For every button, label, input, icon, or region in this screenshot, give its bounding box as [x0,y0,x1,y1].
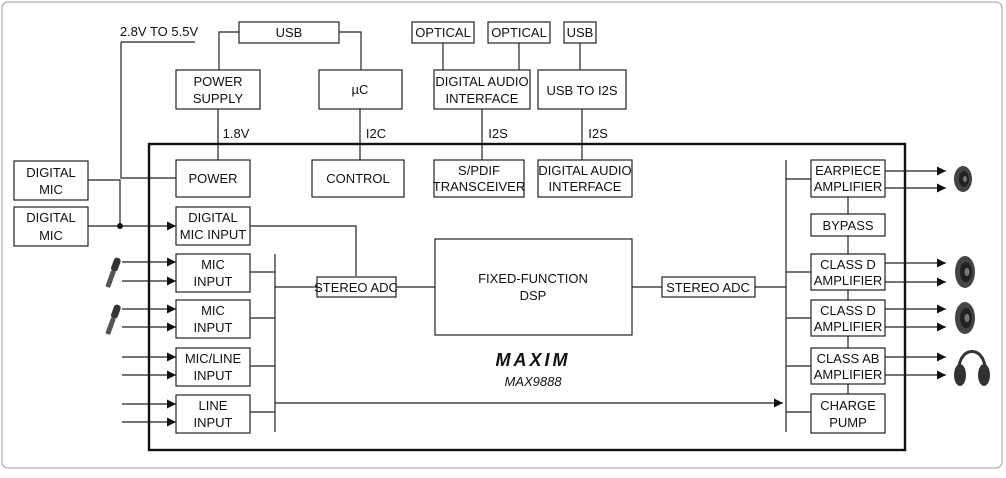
digital-mic-2-label-1: DIGITAL [26,210,76,225]
charge-pump-label-2: PUMP [829,415,867,430]
digital-audio-interface-label-1: DIGITAL AUDIO [538,163,631,178]
class-d-2-label-2: AMPLIFIER [814,319,883,334]
microcontroller-label: µC [352,82,369,97]
power-supply-box [175,69,261,110]
class-d-amplifier-block-2 [810,299,886,337]
stereo-adc-left-block [316,276,397,298]
digital-mic-input-label-2: MIC INPUT [180,227,247,242]
charge-pump-label-1: CHARGE [820,398,876,413]
dsp-block [434,238,633,336]
mic-input-2-label-2: INPUT [194,320,233,335]
spdif-label-2: TRANSCEIVER [433,179,525,194]
usb-to-i2s-box [537,69,627,110]
usb-top-wire [218,31,362,70]
control-block [311,159,405,198]
digital-audio-interface-block [537,159,633,198]
line-input-label-2: INPUT [194,415,233,430]
digital-mic-1-label-1: DIGITAL [26,165,76,180]
digital-mic-1-label-2: MIC [39,182,63,197]
mic-line-input-label-2: INPUT [194,368,233,383]
mic-input-block-1 [175,253,251,293]
i2s-label-2: I2S [588,126,608,141]
class-ab-label-2: AMPLIFIER [814,367,883,382]
output-arrows [885,166,946,380]
earpiece-amplifier-block [810,159,886,198]
class-d-1-label-2: AMPLIFIER [814,273,883,288]
usb-to-i2s-label: USB TO I2S [546,83,617,98]
class-d-1-label-1: CLASS D [820,257,876,272]
power-block [175,159,251,198]
max9888-chip-outline [147,142,907,452]
class-d-amplifier-block-1 [810,253,886,291]
dsp-label-2: DSP [520,288,547,303]
junction-dot [117,223,123,229]
speaker-icon [955,302,975,334]
outer-frame [1,1,1003,469]
usb-label-1: USB [276,25,303,40]
dsp-label-1: FIXED-FUNCTION [478,271,588,286]
usb-box-1 [238,21,340,44]
part-number: MAX9888 [504,374,562,389]
headphones-icon [954,350,990,386]
earpiece-amp-label-1: EARPIECE [815,163,881,178]
mic-input-1-label-1: MIC [201,257,225,272]
power-block-label: POWER [188,171,237,186]
control-block-label: CONTROL [326,171,390,186]
speaker-icon [954,166,972,192]
mic-input-1-label-2: INPUT [194,274,233,289]
microphone-icon [105,304,121,335]
spdif-label-1: S/PDIF [458,163,500,178]
power-supply-label-2: SUPPLY [193,91,244,106]
usb-label-2: USB [567,25,594,40]
digital-audio-interface-top-label-1: DIGITAL AUDIO [435,74,528,89]
digital-mic-input-label-1: DIGITAL [188,210,238,225]
class-ab-label-1: CLASS AB [817,351,880,366]
maxim-logo: MAXIM [496,350,571,370]
mic-input-block-2 [175,299,251,339]
digital-mic-box-2 [13,206,89,247]
digital-audio-interface-label-2: INTERFACE [549,179,622,194]
power-supply-label-1: POWER [193,74,242,89]
supply-wire [120,41,195,179]
maxim-logo-text: MAXIM [496,350,571,370]
spdif-transceiver-block [433,159,525,198]
stereo-adc-right-label: STEREO ADC [666,280,750,295]
digital-audio-interface-top-label-2: INTERFACE [446,91,519,106]
stereo-adc-left-label: STEREO ADC [314,280,398,295]
earpiece-amp-label-2: AMPLIFIER [814,179,883,194]
voltage-1v8-label: 1.8V [223,126,250,141]
optical-label-1: OPTICAL [415,25,471,40]
bypass-label: BYPASS [822,218,873,233]
supply-range-label: 2.8V TO 5.5V [120,24,199,39]
digital-audio-interface-box-top [433,69,531,110]
microphone-icon [105,257,121,288]
optical-label-2: OPTICAL [491,25,547,40]
stereo-adc-right-block [661,276,756,298]
mic-input-2-label-1: MIC [201,303,225,318]
i2s-label-1: I2S [488,126,508,141]
mic-line-input-block [175,347,251,387]
i2c-label: I2C [366,126,386,141]
class-ab-amplifier-block [810,347,886,385]
digital-mic-wire-1 [88,179,121,226]
usb-box-2 [563,21,597,44]
mic-line-input-label-1: MIC/LINE [185,351,242,366]
line-input-label-1: LINE [199,398,228,413]
optical-box-2 [487,21,551,44]
dmic-to-adc-wire [250,225,357,276]
class-d-2-label-1: CLASS D [820,303,876,318]
digital-mic-box-1 [13,160,89,201]
speaker-icon [955,256,975,288]
charge-pump-block [810,393,886,434]
bypass-block [810,213,886,237]
line-input-block [175,394,251,434]
digital-mic-2-label-2: MIC [39,228,63,243]
digital-mic-input-block [175,206,251,246]
microcontroller-box [318,69,403,110]
optical-box-1 [411,21,475,44]
